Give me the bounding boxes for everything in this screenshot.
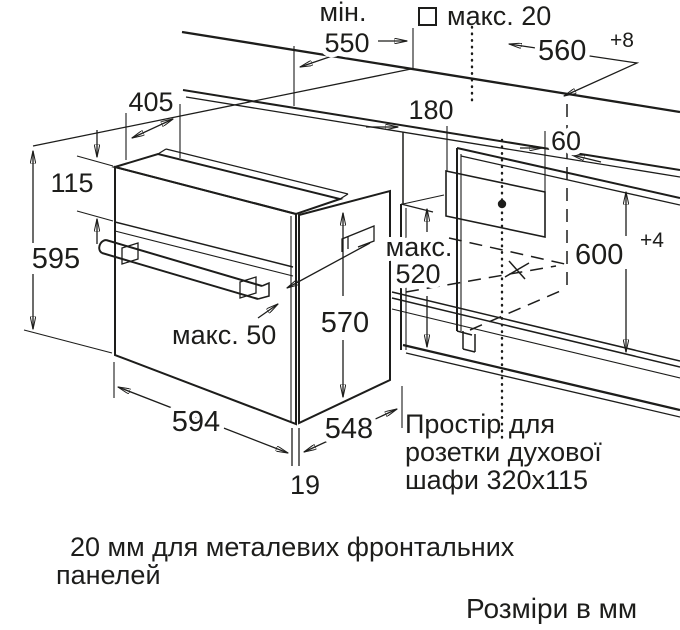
dim-label-405: 405 xyxy=(128,87,173,117)
dim-label-595: 595 xyxy=(32,243,80,275)
units-note: Розміри в мм xyxy=(466,593,637,624)
mounting-bracket xyxy=(341,225,375,252)
oven xyxy=(98,148,391,426)
dim-oven-body-height-570: 570 xyxy=(316,213,374,397)
dim-wall-gap-max-20: макс. 20 xyxy=(418,1,551,31)
dim-oven-width-594: 594 xyxy=(113,362,288,453)
dim-oven-depth-548: 548 xyxy=(304,386,403,452)
oven-side-face xyxy=(298,189,391,425)
dim-label-min: мін. xyxy=(320,0,367,27)
control-panel-bottom xyxy=(114,221,294,268)
socket-note: Простір для розетки духової шафи 320x115 xyxy=(405,409,602,495)
dim-door-max-50: макс. 50 xyxy=(167,242,371,355)
dim-label-19: 19 xyxy=(290,470,320,500)
dim-label-550: 550 xyxy=(324,28,369,58)
dim-label-maks: макс. xyxy=(386,232,453,262)
dim-label-180: 180 xyxy=(408,95,453,125)
socket-area-hatch xyxy=(445,170,546,238)
dim-label-560-tol: +8 xyxy=(610,29,634,52)
countertop xyxy=(32,30,680,178)
socket-center-dot xyxy=(497,199,507,209)
oven-handle xyxy=(98,239,270,300)
dim-label-maks20: макс. 20 xyxy=(447,1,551,31)
socket-note-line1: Простір для xyxy=(405,409,555,439)
dim-label-600-tol: +4 xyxy=(640,229,664,252)
hidden-edges xyxy=(405,104,568,331)
dim-label-maks50: макс. 50 xyxy=(172,320,276,350)
front-panels-note-line2: панелей xyxy=(56,560,161,590)
socket-note-line3: шафи 320x115 xyxy=(405,465,588,495)
dim-niche-height-600: 600 +4 xyxy=(570,192,669,352)
socket-note-line2: розетки духової xyxy=(405,437,602,467)
dim-label-548: 548 xyxy=(325,413,373,445)
dim-niche-depth-max-520: макс. 520 xyxy=(381,209,457,347)
front-panels-note: 20 мм для металевих фронтальних панелей xyxy=(56,532,515,590)
dim-label-560: 560 xyxy=(538,35,586,67)
dim-panel-height-115: 115 xyxy=(45,130,114,244)
dim-label-594: 594 xyxy=(172,406,220,438)
dim-label-60: 60 xyxy=(551,126,581,156)
socket-centre-lines xyxy=(470,25,504,445)
front-panels-note-line1: 20 мм для металевих фронтальних xyxy=(70,532,515,562)
dim-label-115: 115 xyxy=(50,168,93,198)
oven-front-face xyxy=(114,165,297,426)
dim-label-600: 600 xyxy=(575,239,623,271)
dim-niche-width-560: 560 +8 xyxy=(509,24,640,96)
dim-oven-top-depth-405: 405 xyxy=(123,82,181,160)
dim-worktop-depth-min-550: мін. 550 xyxy=(293,0,414,106)
cabinet-niche xyxy=(391,25,680,445)
square-symbol xyxy=(418,7,437,26)
dim-label-520: 520 xyxy=(395,259,440,289)
dim-socket-offset-180: 180 xyxy=(366,90,459,171)
dim-door-gap-19: 19 xyxy=(290,428,320,500)
dim-oven-height-595: 595 xyxy=(23,151,113,354)
dim-socket-offset-60: 60 xyxy=(520,121,602,192)
dim-label-570: 570 xyxy=(321,307,369,339)
